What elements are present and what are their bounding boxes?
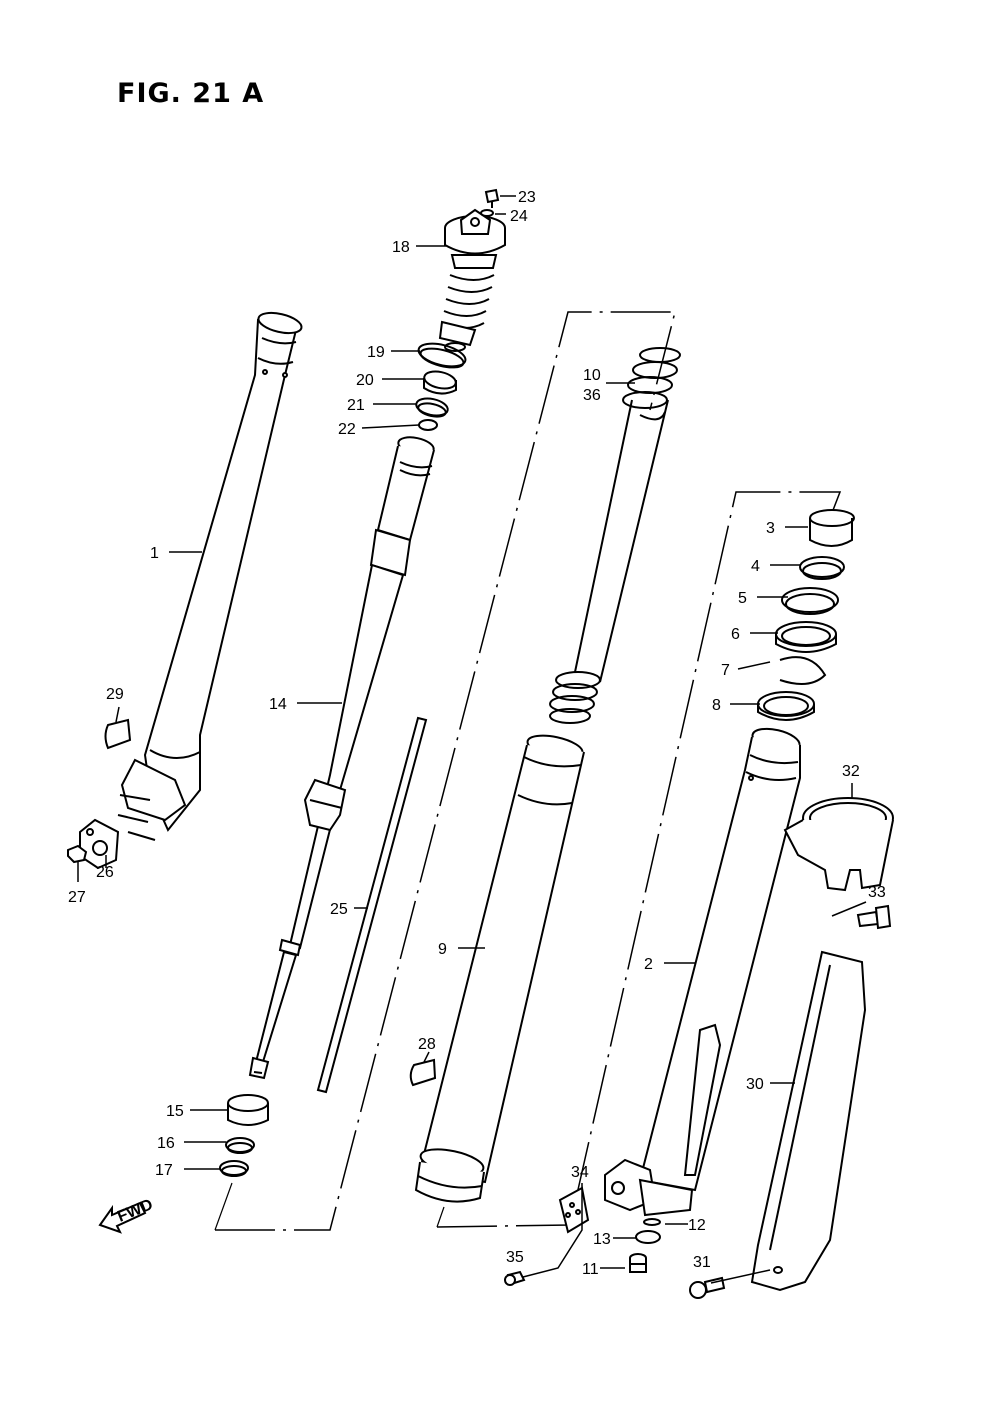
callout-13: 13	[593, 1231, 611, 1248]
fwd-label: FWD	[115, 1196, 155, 1225]
callout-31: 31	[693, 1254, 711, 1271]
nut-27	[67, 844, 88, 864]
stopper-ring-4	[799, 556, 845, 580]
bolt-23	[484, 188, 500, 208]
callout-26: 26	[96, 864, 114, 881]
callout-2: 2	[644, 956, 653, 973]
callout-labels: 1 2 3 4 5 6 7 8 9 10 36 11 12 13 14 15 1…	[68, 189, 886, 1278]
callout-30: 30	[746, 1076, 764, 1093]
o-ring-19	[417, 342, 467, 369]
callout-22: 22	[338, 421, 356, 438]
callout-24: 24	[510, 208, 528, 225]
damper-cartridge-14	[248, 436, 435, 1080]
callout-33: 33	[868, 884, 886, 901]
label-28	[409, 1058, 437, 1087]
callout-36: 36	[583, 387, 601, 404]
callout-29: 29	[106, 686, 124, 703]
washer-16	[225, 1137, 255, 1154]
circlip-7	[779, 656, 827, 685]
ring-17	[219, 1160, 249, 1177]
oil-seal-5	[781, 587, 839, 615]
callout-19: 19	[367, 344, 385, 361]
callout-27: 27	[68, 889, 86, 906]
ring-21	[415, 397, 449, 418]
callout-7: 7	[721, 662, 730, 679]
callout-3: 3	[766, 520, 775, 537]
bolt-33	[856, 904, 892, 930]
callout-5: 5	[738, 590, 747, 607]
fwd-arrow-icon: FWD	[98, 1196, 155, 1234]
ring-22	[418, 419, 438, 431]
callout-6: 6	[731, 626, 740, 643]
leader-lines	[77, 195, 867, 1284]
outer-tube-left	[117, 311, 303, 841]
cap-bolt-assembly-18	[438, 208, 506, 352]
assembly-outline-right	[436, 491, 842, 1228]
callout-11: 11	[582, 1261, 599, 1278]
callout-4: 4	[751, 558, 760, 575]
outer-tube-right	[604, 727, 801, 1226]
callout-32: 32	[842, 763, 860, 780]
callout-10: 10	[583, 367, 601, 384]
callout-1: 1	[150, 545, 159, 562]
bushing-15	[227, 1094, 269, 1126]
callout-9: 9	[438, 941, 447, 958]
callout-12: 12	[688, 1217, 706, 1234]
callout-23: 23	[518, 189, 536, 206]
callout-16: 16	[157, 1135, 175, 1152]
washer-24	[480, 209, 494, 217]
bushing-20	[423, 370, 457, 395]
callout-20: 20	[356, 372, 374, 389]
callout-28: 28	[418, 1036, 436, 1053]
guide-bushing-8	[757, 691, 815, 721]
axle-holder-26	[79, 818, 120, 870]
callout-34: 34	[571, 1164, 589, 1181]
callout-35: 35	[506, 1249, 524, 1266]
callout-17: 17	[155, 1162, 173, 1179]
inner-tube-9	[414, 734, 585, 1203]
washer-13	[635, 1230, 661, 1244]
figure-title: FIG. 21 A	[117, 78, 265, 109]
retainer-6	[775, 621, 837, 653]
callout-25: 25	[330, 901, 348, 918]
drain-bolt-11	[629, 1253, 647, 1273]
fork-guard-30	[750, 950, 867, 1292]
clamp-32	[783, 797, 894, 892]
bolt-31	[689, 1276, 726, 1299]
label-29	[104, 718, 132, 750]
guide-34	[558, 1186, 590, 1234]
callout-14: 14	[269, 696, 287, 713]
rod-25	[316, 716, 428, 1094]
bolt-35	[504, 1270, 526, 1286]
callout-18: 18	[392, 239, 410, 256]
callout-21: 21	[347, 397, 365, 414]
dust-seal-3	[809, 509, 855, 547]
fork-spring-10	[549, 347, 681, 724]
callout-8: 8	[712, 697, 721, 714]
callout-15: 15	[166, 1103, 184, 1120]
assembly-outline-left	[214, 311, 676, 1231]
